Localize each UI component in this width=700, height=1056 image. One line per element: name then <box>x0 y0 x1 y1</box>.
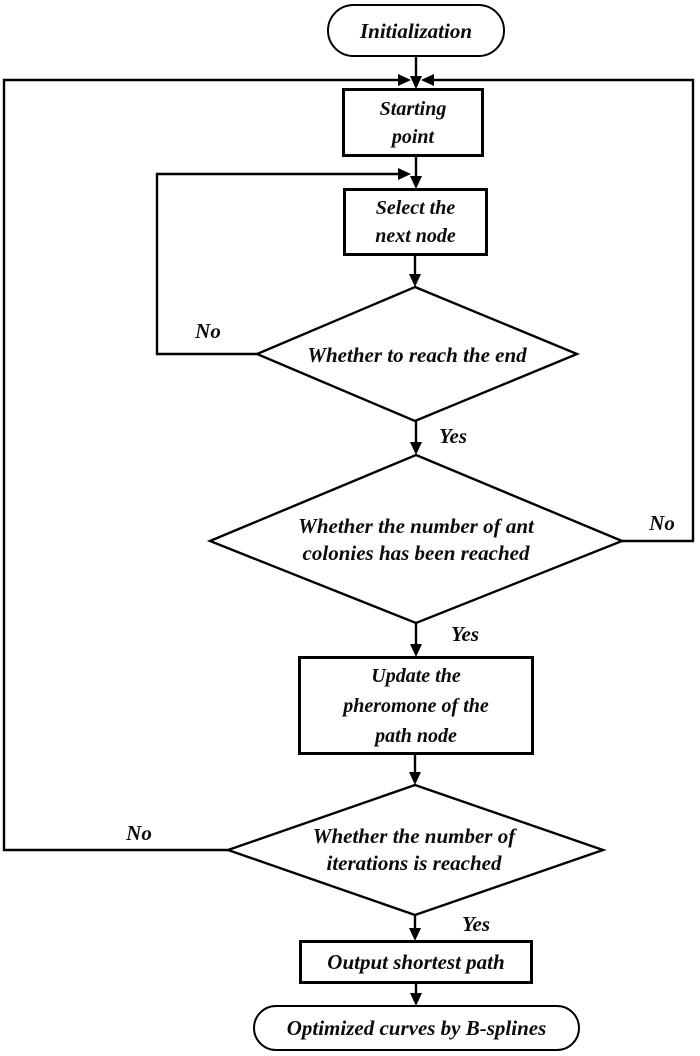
edge-label-reach-end-yes: Yes <box>439 424 467 448</box>
node-initialization: Initialization <box>327 4 505 57</box>
node-select-next-node-line2: next node <box>375 225 456 247</box>
arrowhead-into-output <box>409 928 421 941</box>
edge-label-iterations-no: No <box>126 821 152 845</box>
decision-reach-end-shape <box>253 285 581 423</box>
decision-iterations-shape <box>224 783 607 917</box>
decision-reach-end-line1: Whether to reach the end <box>307 343 527 367</box>
node-optimized-curves-label: Optimized curves by B-splines <box>286 1016 547 1040</box>
edge-label-ant-colonies-yes: Yes <box>451 622 479 646</box>
arrowhead-into-iterations <box>409 772 421 785</box>
node-starting-point-line1: Starting <box>379 97 447 120</box>
decision-iterations-label: Whether the number of iterations is reac… <box>204 823 624 877</box>
arrowhead-into-starting-point <box>410 76 422 89</box>
arrowhead-no-loop-junction <box>398 168 411 180</box>
node-update-pheromone-line1: Update the <box>371 664 461 687</box>
decision-ant-colonies-label: Whether the number of ant colonies has b… <box>206 513 626 567</box>
edge-label-ant-colonies-no: No <box>649 511 675 535</box>
decision-ant-colonies-line1: Whether the number of ant <box>298 514 534 538</box>
connector-ant-colonies-no-rail <box>433 78 695 543</box>
node-starting-point-line2: point <box>391 125 435 148</box>
node-select-next-node-line1: Select the <box>375 197 456 219</box>
decision-ant-colonies-shape <box>206 453 626 625</box>
connector-iterations-no-rail <box>2 78 399 852</box>
node-update-pheromone: Update the pheromone of the path node <box>298 656 534 755</box>
edge-label-iterations-yes: Yes <box>462 912 490 936</box>
node-output-path-label: Output shortest path <box>327 950 505 974</box>
node-output-path: Output shortest path <box>299 940 533 984</box>
arrowhead-left-rail-junction <box>398 74 411 86</box>
arrowhead-into-ant-colonies <box>410 442 422 455</box>
decision-ant-colonies-line2: colonies has been reached <box>302 541 530 565</box>
edge-label-reach-end-no: No <box>195 319 221 343</box>
decision-iterations-line1: Whether the number of <box>312 824 516 848</box>
node-optimized-curves: Optimized curves by B-splines <box>253 1005 580 1051</box>
node-update-pheromone-line3: path node <box>375 724 457 747</box>
decision-reach-end-label: Whether to reach the end <box>267 342 567 369</box>
node-initialization-label: Initialization <box>359 18 473 43</box>
connector-reach-end-no-loop <box>155 172 399 356</box>
arrowhead-into-curves <box>410 993 422 1006</box>
arrowhead-into-select-node <box>410 176 422 189</box>
node-select-next-node: Select the next node <box>343 188 488 256</box>
arrowhead-right-rail-junction <box>421 74 434 86</box>
decision-iterations-line2: iterations is reached <box>326 851 502 875</box>
arrowhead-into-reach-end <box>409 274 421 287</box>
node-update-pheromone-line2: pheromone of the <box>343 694 489 717</box>
arrowhead-into-update <box>410 644 422 657</box>
node-starting-point: Starting point <box>342 88 484 157</box>
